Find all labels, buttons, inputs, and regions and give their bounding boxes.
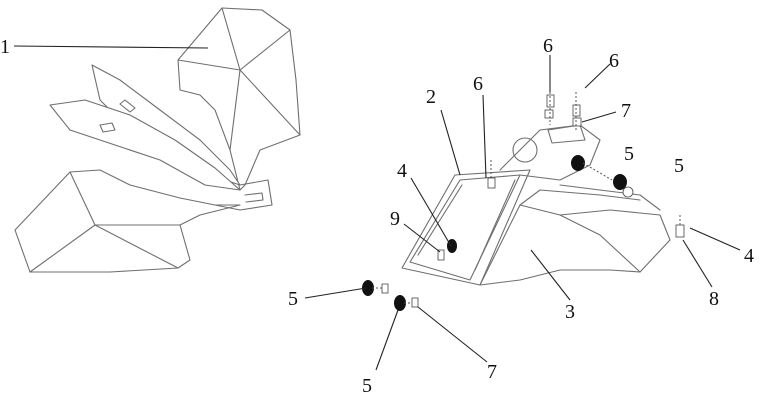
washer-5a [571,155,585,171]
bolt-6c [487,177,496,189]
leader-3 [530,249,571,301]
bolt-6b [572,104,581,117]
callout-3: 3 [565,301,575,323]
callout-9: 9 [390,208,400,230]
callout-6c: 6 [473,73,483,95]
callout-7a: 7 [621,100,631,122]
leader-8 [682,239,713,288]
leader-7a [581,111,617,123]
callout-labels: 1 2 3 4 4 5 5 5 5 6 6 6 7 7 8 9 [0,35,754,397]
nut-6a-base [544,109,554,119]
leader-6c [482,94,487,179]
part-1-fender [14,7,301,273]
nut-7b [411,297,419,308]
callout-6b: 6 [609,50,619,72]
nut-7a [572,117,582,127]
grommet [622,186,634,198]
callout-1: 1 [0,36,10,58]
part-2-number-plate [401,169,531,286]
callout-5d: 5 [362,375,372,397]
nut-9 [437,249,445,261]
leader-7b [417,306,488,363]
callout-7b: 7 [487,361,497,383]
bolt-8 [675,224,685,238]
leader-9 [403,223,441,253]
hardware [362,60,685,311]
leader-5c [304,287,367,299]
washer-5c [362,280,374,296]
part-3-side-cover [479,124,671,286]
callout-5b: 5 [674,155,684,177]
nut-5c [381,283,389,294]
leader-4a [410,177,452,247]
leader-1 [13,45,209,49]
leader-lines [13,45,741,371]
leader-6b [584,63,611,89]
leader-4b [689,227,741,251]
callout-5c: 5 [288,288,298,310]
leader-2 [440,109,461,176]
callout-4a: 4 [397,160,407,182]
callout-2: 2 [426,86,436,108]
washer-5b [613,174,627,190]
callout-5a: 5 [624,143,634,165]
callout-4b: 4 [744,245,754,267]
washer-5d [394,295,406,311]
leader-5d [375,309,399,371]
callout-6a: 6 [543,35,553,57]
callout-8: 8 [709,288,719,310]
